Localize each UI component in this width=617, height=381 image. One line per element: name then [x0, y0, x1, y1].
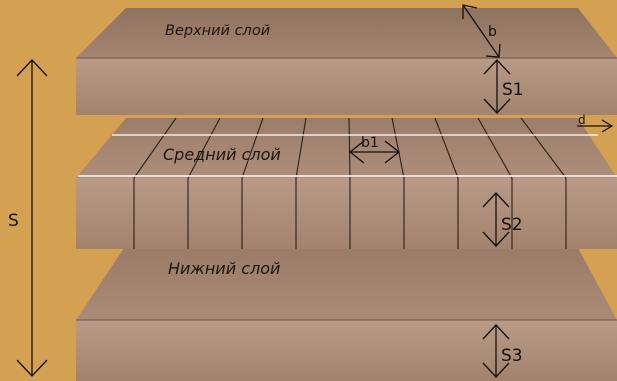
- s3-label: S3: [501, 346, 523, 366]
- lamella-width-label: b1: [361, 135, 379, 151]
- s2-label: S2: [501, 215, 523, 235]
- total-thickness-label: S: [8, 211, 19, 231]
- total-thickness-arrow: [17, 60, 47, 376]
- top-layer-label: Верхний слой: [165, 23, 270, 39]
- s1-label: S1: [502, 80, 524, 100]
- bottom-board: [76, 248, 617, 381]
- top-board: [76, 8, 617, 115]
- middle-layer-label: Средний слой: [163, 145, 281, 164]
- width-label: b: [488, 24, 497, 40]
- depth-label: d: [578, 113, 586, 127]
- bottom-layer-label: Нижний слой: [168, 259, 280, 278]
- middle-board: [76, 118, 617, 249]
